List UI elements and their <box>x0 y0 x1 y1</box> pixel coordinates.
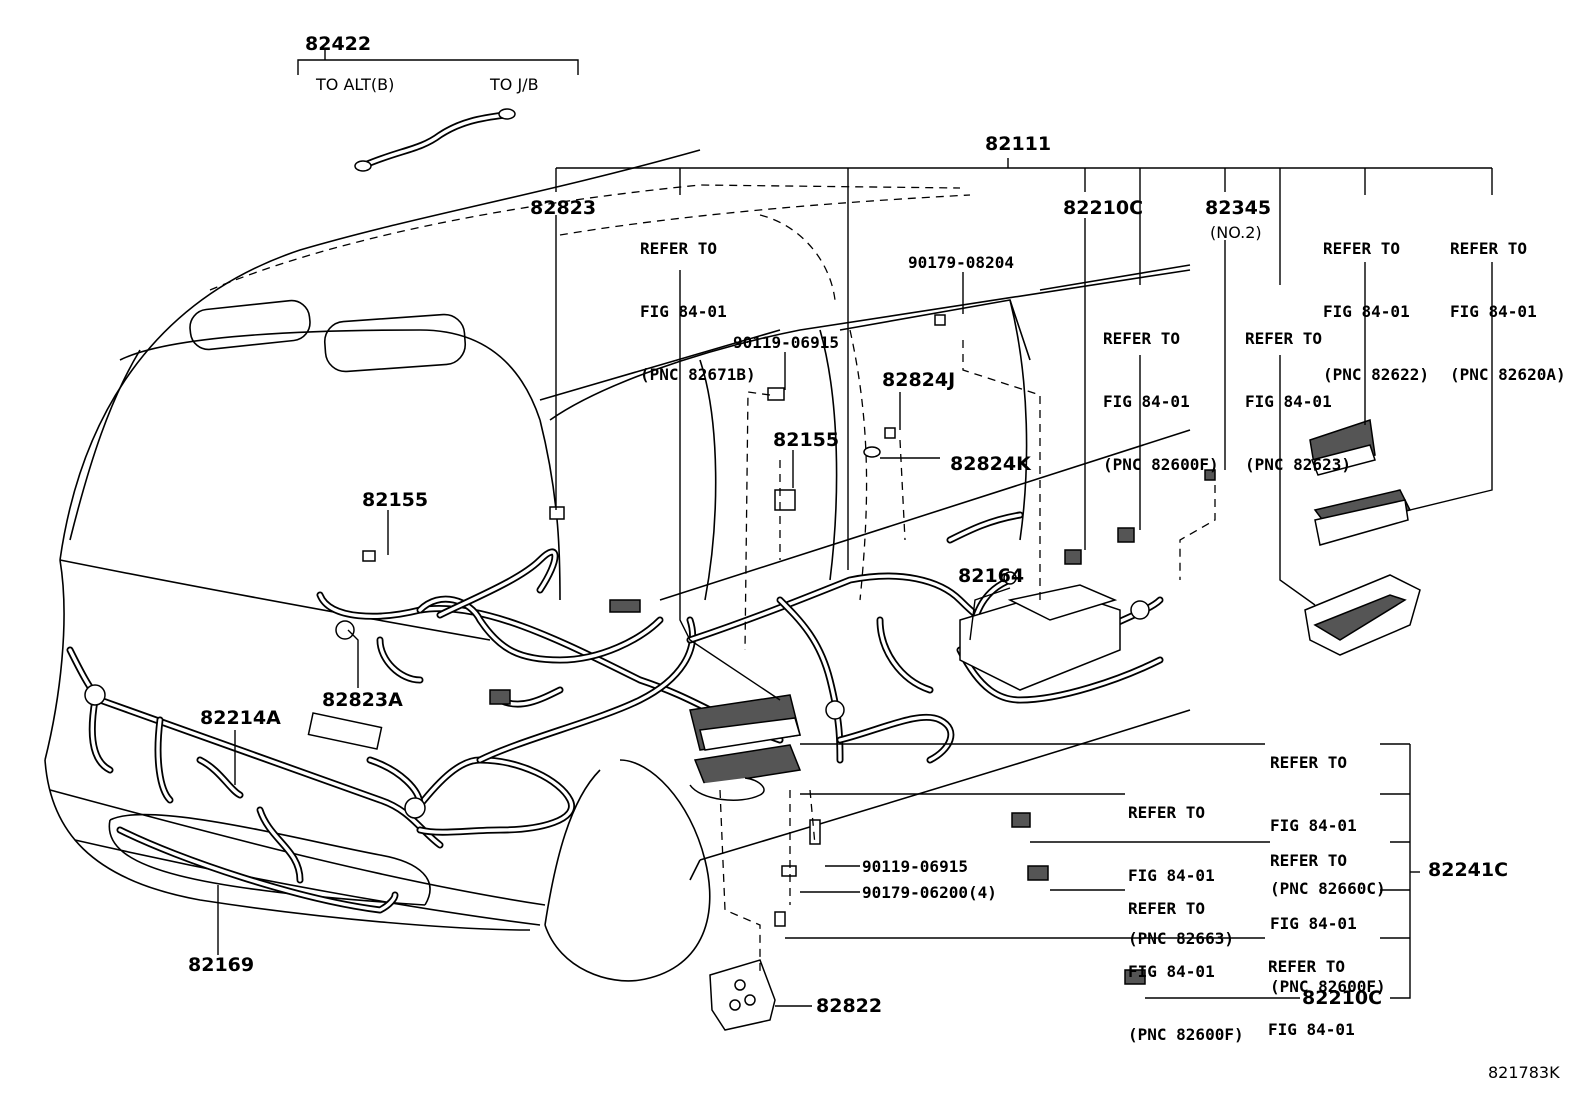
refer-line: FIG 84-01 <box>1450 302 1537 321</box>
refer-82623: REFER TO FIG 84-01 (PNC 82623) <box>1245 286 1351 496</box>
refer-line: (PNC 82600F) <box>1270 977 1386 996</box>
refer-line: FIG 84-01 <box>1323 302 1410 321</box>
label-82169: 82169 <box>188 954 255 976</box>
refer-line: FIG 84-01 <box>640 302 727 321</box>
label-82422: 82422 <box>305 33 372 55</box>
dash-harness <box>366 616 697 836</box>
refer-line: FIG 84-01 <box>1270 914 1357 933</box>
refer-line: REFER TO <box>1323 239 1401 258</box>
refer-line: REFER TO <box>1450 239 1528 258</box>
refer-line: (PNC 82600F) <box>1103 455 1219 474</box>
label-90119-06915-bot: 90119-06915 <box>862 857 968 876</box>
refer-line: (PNC 82623) <box>1245 455 1351 474</box>
connectors <box>84 314 1216 985</box>
refer-line: REFER TO <box>1270 851 1348 870</box>
refer-line: (PNC 82620A) <box>1450 365 1566 384</box>
refer-82600f-c: REFER TO FIG 84-01 (PNC 82600F) <box>1128 856 1244 1066</box>
refer-line: REFER TO <box>640 239 718 258</box>
label-82823: 82823 <box>530 197 597 219</box>
label-82345: 82345 <box>1205 197 1272 219</box>
refer-line: (PNC 82660C) <box>1270 879 1386 898</box>
label-82822: 82822 <box>816 995 883 1017</box>
diagram-id: 821783K <box>1488 1063 1560 1082</box>
refer-line: REFER TO <box>1245 329 1323 348</box>
label-82241c: 82241C <box>1428 859 1509 881</box>
label-to-jb: TO J/B <box>490 75 539 94</box>
label-82155-left: 82155 <box>362 489 429 511</box>
refer-82622: REFER TO FIG 84-01 (PNC 82622) <box>1323 196 1429 406</box>
label-82210c-bot: 82210C <box>1302 987 1383 1009</box>
fuse-block-82620A <box>1313 489 1412 546</box>
refer-82663: REFER TO FIG 84-01 (PNC 82663) <box>1128 760 1234 970</box>
ecu-box <box>959 584 1121 691</box>
label-82345-sub: (NO.2) <box>1210 223 1262 242</box>
refer-line: FIG 84-01 <box>1270 816 1357 835</box>
label-82210c-top: 82210C <box>1063 197 1144 219</box>
vehicle-body-outline <box>44 149 1191 982</box>
label-82164: 82164 <box>958 565 1025 587</box>
refer-82600f-b: REFER TO FIG 84-01 (PNC 82600F) <box>1270 808 1386 1018</box>
refer-line: (PNC 82622) <box>1323 365 1429 384</box>
relay-block-82622 <box>1309 419 1376 476</box>
bumper-harness-82169 <box>116 806 399 914</box>
battery-cable-bracket <box>297 48 579 75</box>
refer-line: FIG 84-01 <box>1103 392 1190 411</box>
refer-line: FIG 84-01 <box>1245 392 1332 411</box>
refer-line: (PNC 82663) <box>1128 929 1234 948</box>
label-82824j: 82824J <box>882 369 956 391</box>
label-82111: 82111 <box>985 133 1052 155</box>
refer-line: REFER TO <box>1128 899 1206 918</box>
refer-line: REFER TO <box>1270 753 1348 772</box>
refer-line: (PNC 82671B) <box>640 365 756 384</box>
refer-line: FIG 84-01 <box>1268 1020 1355 1039</box>
label-82214a: 82214A <box>200 707 281 729</box>
refer-82671b: REFER TO FIG 84-01 (PNC 82671B) <box>640 196 756 406</box>
battery-cable-82422 <box>354 108 516 172</box>
refer-82620a: REFER TO FIG 84-01 (PNC 82620A) <box>1450 196 1566 406</box>
label-90179-08204: 90179-08204 <box>908 253 1014 272</box>
leader-lines <box>217 158 1493 1007</box>
refer-line: FIG 84-01 <box>1128 866 1215 885</box>
label-to-alt: TO ALT(B) <box>316 75 395 94</box>
refer-line: REFER TO <box>1103 329 1181 348</box>
refer-line: REFER TO <box>1128 803 1206 822</box>
refer-line: (PNC 82600F) <box>1128 1025 1244 1044</box>
label-82155-right: 82155 <box>773 429 840 451</box>
refer-82600f-a: REFER TO FIG 84-01 (PNC 82600F) <box>1103 286 1219 496</box>
refer-line: REFER TO <box>1268 957 1346 976</box>
refer-fig: REFER TO FIG 84-01 <box>1268 914 1355 1061</box>
label-90119-06915-top: 90119-06915 <box>733 333 839 352</box>
refer-line: FIG 84-01 <box>1128 962 1215 981</box>
label-82824k: 82824K <box>950 453 1031 475</box>
refer-82660c: REFER TO FIG 84-01 (PNC 82660C) <box>1270 710 1386 920</box>
bracket-82822 <box>709 959 776 1031</box>
label-82823a: 82823A <box>322 689 403 711</box>
jb-cover-82623 <box>1304 574 1421 656</box>
label-90179-06200: 90179-06200(4) <box>862 883 997 902</box>
junction-block <box>689 694 802 801</box>
